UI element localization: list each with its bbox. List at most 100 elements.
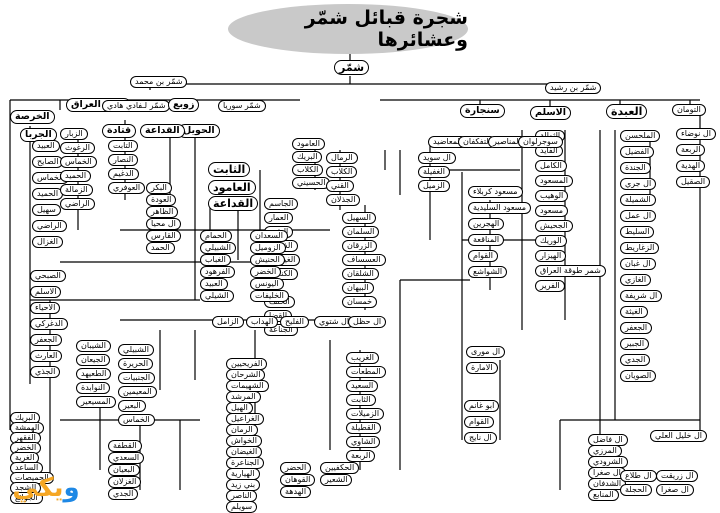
tree-node: الراضي bbox=[32, 220, 67, 232]
tree-node: العمار bbox=[264, 212, 294, 224]
tree-node: العودة bbox=[146, 194, 177, 206]
tree-node: ال مورى bbox=[466, 346, 506, 358]
tree-node: الغريب bbox=[346, 352, 380, 364]
tree-node: البعير bbox=[118, 400, 146, 412]
tree-node: القارس bbox=[146, 230, 181, 242]
tree-node: الجدي bbox=[108, 488, 139, 500]
tree-node: الغيثة bbox=[620, 306, 648, 318]
tree-node: البكر bbox=[146, 182, 172, 194]
tree-node: الغازي bbox=[620, 274, 652, 286]
tree-node: السعدان bbox=[250, 230, 288, 242]
tree-node: السهيل bbox=[342, 212, 376, 224]
tree-node: الخليفات bbox=[250, 290, 289, 302]
branch-node: الحويل bbox=[178, 124, 220, 138]
branch-node: شمّر سوريا bbox=[218, 100, 266, 112]
tree-node: الزرقان bbox=[342, 240, 378, 252]
tree-node: الصايح bbox=[32, 156, 64, 168]
branch-node: شمّر بن رشيد bbox=[545, 82, 602, 94]
tree-node: الكامل bbox=[535, 160, 567, 172]
tree-node: الشواشع bbox=[468, 266, 508, 278]
tree-node: الهدية bbox=[676, 160, 706, 172]
diagram-title: شجرة قبائل شمّر وعشائرها bbox=[228, 4, 468, 54]
tree-node: البعيان bbox=[108, 464, 140, 476]
tree-node: الصقيل bbox=[676, 176, 711, 188]
tree-node: الحميد bbox=[32, 188, 64, 200]
tree-node: التفكفان bbox=[458, 136, 496, 148]
tree-node: الحجلة bbox=[620, 484, 652, 496]
tree-node: الربعة bbox=[346, 450, 376, 462]
tree-node: الحضر bbox=[280, 462, 312, 474]
tree-node: ال نايج bbox=[464, 432, 497, 444]
tree-node: الصبحي bbox=[30, 270, 66, 282]
tree-node: المسيعير bbox=[76, 396, 116, 408]
branch-node: سنجارة bbox=[460, 104, 505, 118]
tree-node: الامارة bbox=[466, 362, 498, 374]
tree-node: الهداب bbox=[246, 316, 279, 328]
tree-node: ال طلاع bbox=[620, 470, 657, 482]
tree-node: الحنيش bbox=[250, 254, 285, 266]
tree-node: الجحيش bbox=[535, 220, 573, 232]
tree-node: السليط bbox=[620, 226, 655, 238]
tree-node: ال سويد bbox=[418, 152, 456, 164]
tree-node: الغزلان bbox=[108, 476, 142, 488]
tree-node: الحكفيين bbox=[320, 462, 360, 474]
tree-node: الفليح bbox=[280, 316, 309, 328]
tree-node: ال عمل bbox=[620, 210, 657, 222]
tree-node: البريك bbox=[292, 151, 323, 163]
tree-node: المعاضيد bbox=[428, 136, 467, 148]
tree-node: الوريك bbox=[535, 235, 567, 247]
tree-node: القوام bbox=[468, 250, 499, 262]
tree-node: الهدهة bbox=[280, 486, 312, 498]
tree-node: القوهان bbox=[280, 474, 316, 486]
tree-node: الكلاب bbox=[326, 166, 358, 178]
tree-node: الزوميل bbox=[250, 242, 286, 254]
tree-node: ال صغرا bbox=[656, 484, 694, 496]
tree-node: الزميلات bbox=[346, 408, 385, 420]
tree-node: الجيعان bbox=[76, 354, 111, 366]
tree-node: الشبيلي bbox=[118, 344, 154, 356]
tree-node: الشيلي bbox=[200, 290, 234, 302]
tree-node: المناقعة bbox=[468, 234, 505, 246]
branch-node: شمّر بن محمد bbox=[130, 76, 188, 88]
tree-node: الحمام bbox=[200, 230, 232, 242]
tree-node: الظاهر bbox=[146, 206, 179, 218]
tree-node: الوهيب bbox=[535, 190, 569, 202]
tree-node: الشلقان bbox=[342, 268, 379, 280]
tree-node: الفقهر bbox=[10, 432, 41, 444]
tree-node: النصار bbox=[108, 154, 139, 166]
branch-node: زوبع bbox=[168, 98, 200, 112]
tree-node: العبيد bbox=[32, 140, 60, 152]
tree-node: الثابت bbox=[346, 394, 376, 406]
tree-node: اليونس bbox=[250, 278, 284, 290]
tree-node: سوجرلوان bbox=[518, 136, 563, 148]
tree-node: المعيمين bbox=[118, 386, 157, 398]
tree-node: العسساف bbox=[342, 254, 386, 266]
tree-node: الغباب bbox=[200, 254, 231, 266]
tree-node: الهيزار bbox=[535, 250, 567, 262]
tree-node: ال زريقت bbox=[656, 470, 699, 482]
tree-node: الشاوي bbox=[346, 436, 381, 448]
branch-node: القداعة bbox=[140, 124, 185, 138]
tree-node: شمر طوقة العراق bbox=[535, 265, 606, 277]
tree-node: المسعود bbox=[535, 175, 573, 187]
tree-node: العوفري bbox=[108, 182, 146, 194]
tree-node: القني bbox=[326, 180, 354, 192]
tree-node: القوام bbox=[464, 416, 495, 428]
branch-node: الخرصة bbox=[10, 110, 55, 124]
tree-node: ابو غانم bbox=[464, 400, 500, 412]
tree-node: الحمد bbox=[146, 242, 175, 254]
tree-node: الجدي bbox=[620, 354, 651, 366]
tree-node: الغفيلة bbox=[418, 166, 450, 178]
tree-node: الدغيم bbox=[108, 168, 139, 180]
tree-node: القطيلة bbox=[346, 422, 381, 434]
tree-node: الجذي bbox=[30, 366, 61, 378]
tree-node: الزميل bbox=[418, 180, 450, 192]
tree-node: الرمال bbox=[326, 152, 358, 164]
tree-node: الزمالة bbox=[60, 184, 93, 196]
tree-node: الشميلة bbox=[620, 194, 656, 206]
tree-node: الحميد bbox=[60, 170, 92, 182]
tree-node: ال محيا bbox=[146, 218, 181, 230]
tree-node: القطفة bbox=[108, 440, 142, 452]
branch-node: الثابت bbox=[208, 162, 251, 177]
tree-node: ال جري bbox=[620, 178, 657, 190]
